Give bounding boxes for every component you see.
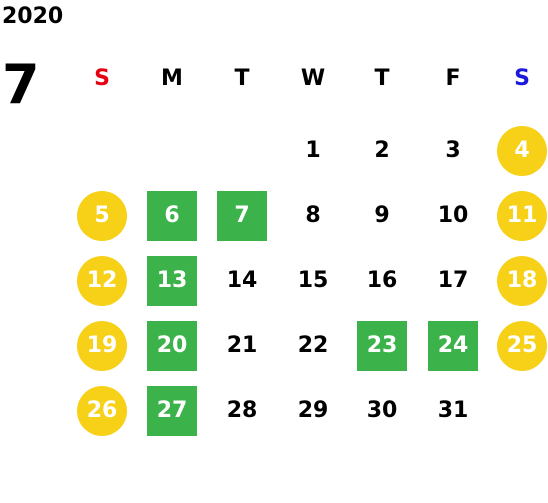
day-number: 19 bbox=[86, 333, 118, 358]
day-cell-6[interactable]: 6 bbox=[147, 191, 197, 241]
day-cell-3[interactable]: 3 bbox=[428, 126, 478, 176]
day-number: 27 bbox=[156, 398, 188, 423]
day-cell-21[interactable]: 21 bbox=[217, 321, 267, 371]
header-sun: S bbox=[94, 66, 110, 91]
day-cell-15[interactable]: 15 bbox=[288, 256, 338, 306]
day-number: 20 bbox=[156, 333, 188, 358]
day-number: 2 bbox=[374, 138, 390, 163]
day-number: 31 bbox=[437, 398, 469, 423]
day-number: 13 bbox=[156, 268, 188, 293]
day-cell-20[interactable]: 20 bbox=[147, 321, 197, 371]
day-cell-12[interactable]: 12 bbox=[77, 256, 127, 306]
day-cell-27[interactable]: 27 bbox=[147, 386, 197, 436]
weekend-circle bbox=[77, 256, 127, 306]
weekend-circle bbox=[497, 256, 547, 306]
day-cell-10[interactable]: 10 bbox=[428, 191, 478, 241]
day-number: 25 bbox=[506, 333, 538, 358]
weekend-circle bbox=[77, 321, 127, 371]
day-number: 10 bbox=[437, 203, 469, 228]
day-cell-17[interactable]: 17 bbox=[428, 256, 478, 306]
holiday-square bbox=[428, 321, 478, 371]
day-number: 9 bbox=[374, 203, 390, 228]
day-cell-5[interactable]: 5 bbox=[77, 191, 127, 241]
weekend-circle bbox=[497, 126, 547, 176]
day-cell-30[interactable]: 30 bbox=[357, 386, 407, 436]
day-number: 16 bbox=[366, 268, 398, 293]
day-number: 7 bbox=[234, 203, 250, 228]
day-cell-4[interactable]: 4 bbox=[497, 126, 547, 176]
day-number: 30 bbox=[366, 398, 398, 423]
holiday-square bbox=[147, 191, 197, 241]
holiday-square bbox=[147, 321, 197, 371]
day-cell-26[interactable]: 26 bbox=[77, 386, 127, 436]
day-number: 21 bbox=[226, 333, 258, 358]
day-number: 1 bbox=[305, 138, 321, 163]
day-number: 23 bbox=[366, 333, 398, 358]
day-cell-19[interactable]: 19 bbox=[77, 321, 127, 371]
day-number: 28 bbox=[226, 398, 258, 423]
day-cell-1[interactable]: 1 bbox=[288, 126, 338, 176]
weekend-circle bbox=[77, 386, 127, 436]
day-cell-7[interactable]: 7 bbox=[217, 191, 267, 241]
day-cell-8[interactable]: 8 bbox=[288, 191, 338, 241]
day-number: 8 bbox=[305, 203, 321, 228]
day-number: 4 bbox=[514, 138, 530, 163]
day-number: 3 bbox=[445, 138, 461, 163]
header-sat: S bbox=[514, 66, 530, 91]
day-number: 17 bbox=[437, 268, 469, 293]
holiday-square bbox=[147, 256, 197, 306]
day-number: 22 bbox=[297, 333, 329, 358]
day-number: 29 bbox=[297, 398, 329, 423]
header-tue: T bbox=[234, 66, 250, 91]
day-number: 15 bbox=[297, 268, 329, 293]
day-number: 5 bbox=[94, 203, 110, 228]
day-cell-18[interactable]: 18 bbox=[497, 256, 547, 306]
weekend-circle bbox=[497, 321, 547, 371]
day-number: 18 bbox=[506, 268, 538, 293]
day-number: 24 bbox=[437, 333, 469, 358]
weekend-circle bbox=[77, 191, 127, 241]
month-label: 7 bbox=[2, 53, 40, 116]
holiday-square bbox=[147, 386, 197, 436]
day-cell-25[interactable]: 25 bbox=[497, 321, 547, 371]
day-number: 14 bbox=[226, 268, 258, 293]
holiday-square bbox=[217, 191, 267, 241]
day-cell-23[interactable]: 23 bbox=[357, 321, 407, 371]
day-cell-9[interactable]: 9 bbox=[357, 191, 407, 241]
day-cell-13[interactable]: 13 bbox=[147, 256, 197, 306]
header-fri: F bbox=[445, 66, 461, 91]
day-cell-11[interactable]: 11 bbox=[497, 191, 547, 241]
day-cell-28[interactable]: 28 bbox=[217, 386, 267, 436]
day-number: 12 bbox=[86, 268, 118, 293]
day-cell-24[interactable]: 24 bbox=[428, 321, 478, 371]
header-mon: M bbox=[161, 66, 183, 91]
year-label: 2020 bbox=[2, 4, 64, 29]
header-wed: W bbox=[300, 66, 326, 91]
day-cell-22[interactable]: 22 bbox=[288, 321, 338, 371]
day-cell-14[interactable]: 14 bbox=[217, 256, 267, 306]
day-cell-2[interactable]: 2 bbox=[357, 126, 407, 176]
weekend-circle bbox=[497, 191, 547, 241]
day-number: 26 bbox=[86, 398, 118, 423]
holiday-square bbox=[357, 321, 407, 371]
day-cell-16[interactable]: 16 bbox=[357, 256, 407, 306]
day-number: 11 bbox=[506, 203, 538, 228]
day-cell-31[interactable]: 31 bbox=[428, 386, 478, 436]
header-thu: T bbox=[374, 66, 390, 91]
day-number: 6 bbox=[164, 203, 180, 228]
day-cell-29[interactable]: 29 bbox=[288, 386, 338, 436]
